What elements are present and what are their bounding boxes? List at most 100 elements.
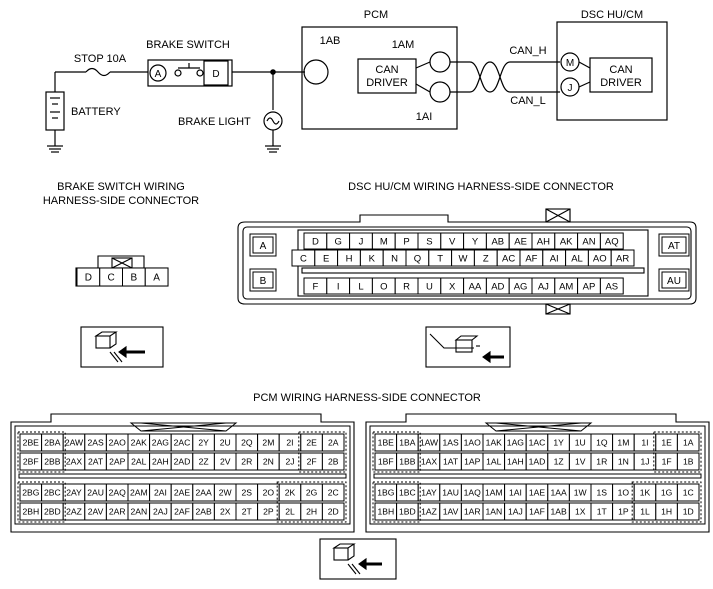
brake-switch-pin-d: D: [76, 267, 101, 287]
pcm-pin-2c: 2C: [321, 483, 345, 502]
dsc-pin-d: D: [303, 232, 328, 250]
battery-symbol: [45, 72, 65, 153]
pcm-pin-2r: 2R: [235, 452, 259, 471]
pcm-pin-2k-label: 2K: [285, 488, 296, 498]
pcm-pin-1au: 1AU: [439, 483, 462, 502]
pcm-pin-1d: 1D: [676, 502, 700, 521]
pcm-pin-2ax: 2AX: [62, 452, 86, 471]
dsc-tab-label: B: [260, 276, 267, 287]
dsc-pin-ad-label: AD: [491, 281, 504, 292]
pcm-pin-2aq-label: 2AQ: [109, 488, 127, 498]
pcm-pin-1aw-label: 1AW: [420, 438, 439, 448]
dsc-pin-n-label: N: [391, 253, 398, 264]
pcm-pin-2be-label: 2BE: [23, 438, 40, 448]
pcm-pin-1s: 1S: [590, 483, 614, 502]
dsc-pin-l: L: [349, 277, 373, 295]
dsc-pin-y: Y: [463, 232, 487, 250]
dsc-tab-a: A: [249, 233, 277, 257]
pcm-pin-2ag-label: 2AG: [152, 438, 170, 448]
can-h-label: CAN_H: [509, 45, 546, 57]
pcm-pin-1c-label: 1C: [683, 488, 694, 498]
pcm-pin-2ab: 2AB: [192, 502, 215, 521]
pcm-pin-1g-label: 1G: [661, 488, 673, 498]
can-twisted-pair: [450, 61, 560, 93]
pcm-pin-2ab-label: 2AB: [195, 507, 212, 517]
schematic-labels: PCM DSC HU/CM BRAKE SWITCH STOP 10A BATT…: [71, 9, 643, 128]
pcm-pin-2ao-label: 2AO: [109, 438, 127, 448]
pcm-pin-2m: 2M: [257, 433, 280, 452]
dsc-pin-aq: AQ: [599, 232, 624, 250]
dsc-pin-d-label: D: [312, 236, 319, 247]
pcm-pin-1n: 1N: [612, 452, 635, 471]
pcm-pin-1ai: 1AI: [416, 111, 433, 123]
pcm-pin-1ap: 1AP: [460, 452, 484, 471]
view-direction-icon: [319, 538, 397, 580]
dsc-tab-label: AU: [667, 276, 681, 287]
pcm-pin-1p-label: 1P: [618, 507, 629, 517]
brake-switch-symbol: [147, 59, 233, 87]
pcm-can-driver-line2: DRIVER: [366, 77, 408, 89]
pcm-pin-1ax-label: 1AX: [421, 457, 438, 467]
dsc-pin-r: R: [394, 277, 419, 295]
dsc-pin-u: U: [417, 277, 442, 295]
pcm-pin-2s-label: 2S: [242, 488, 253, 498]
pcm-pin-2o: 2O: [257, 483, 280, 502]
dsc-pin-af: AF: [519, 249, 544, 267]
can-l-label: CAN_L: [510, 95, 545, 107]
pcm-pin-1y-label: 1Y: [553, 438, 564, 448]
pcm-pin-1bc: 1BC: [396, 483, 419, 502]
pcm-pin-2at-label: 2AT: [88, 457, 104, 467]
pcm-pin-2b-label: 2B: [328, 457, 339, 467]
pcm-pin-2ay: 2AY: [62, 483, 86, 502]
schematic: [45, 21, 668, 153]
pcm-pin-1ay: 1AY: [417, 483, 441, 502]
dsc-pin-aa-label: AA: [469, 281, 482, 292]
pcm-pin-2af-label: 2AF: [174, 507, 190, 517]
right_block-shell: [365, 413, 710, 533]
pcm-pin-2x-label: 2X: [220, 507, 231, 517]
dsc-pin-ao-label: AO: [593, 253, 607, 264]
pcm-pin-2al: 2AL: [127, 452, 151, 471]
pcm-pin-1az-label: 1AZ: [421, 507, 437, 517]
pcm-pin-1y: 1Y: [547, 433, 570, 452]
pcm-pin-1z-label: 1Z: [554, 457, 564, 467]
pcm-pin-2t-label: 2T: [242, 507, 253, 517]
dsc-pin-ad: AD: [485, 277, 510, 295]
pcm-pin-2ad-label: 2AD: [174, 457, 191, 467]
pcm-pin-2bf: 2BF: [19, 452, 43, 471]
pcm-pin-2au-label: 2AU: [87, 488, 104, 498]
pcm-pin-2ae: 2AE: [170, 483, 194, 502]
pcm-pin-2ap: 2AP: [105, 452, 129, 471]
dsc-pin-m: M: [371, 232, 396, 250]
dsc-pin-o-label: O: [380, 281, 387, 292]
dsc-pin-ab: AB: [485, 232, 510, 250]
left_block-shell: [10, 413, 355, 533]
pcm-pin-2aa-label: 2AA: [195, 488, 212, 498]
dsc-pin-r-label: R: [403, 281, 410, 292]
dsc-connector-title: DSC HU/CM WIRING HARNESS-SIDE CONNECTOR: [348, 181, 614, 193]
dsc-pin-q: Q: [405, 249, 430, 267]
dsc-pin-ak: AK: [554, 232, 579, 250]
pcm-pin-1q-label: 1Q: [596, 438, 608, 448]
dsc-pin-ah-label: AH: [537, 236, 550, 247]
pcm-pin-2ac-label: 2AC: [174, 438, 191, 448]
pcm-pin-1x-label: 1X: [575, 507, 586, 517]
pcm-pin-1ai: 1AI: [504, 483, 527, 502]
dsc-pin-ab-label: AB: [491, 236, 504, 247]
pcm-pin-1j: 1J: [633, 452, 657, 471]
pcm-pin-2ax-label: 2AX: [66, 457, 83, 467]
pcm-pin-2bc-label: 2BC: [44, 488, 61, 498]
pcm-pin-1m-label: 1M: [617, 438, 629, 448]
pcm-pin-2y-label: 2Y: [198, 438, 209, 448]
pcm-pin-2aa: 2AA: [192, 483, 215, 502]
dsc-pin-j-label: J: [359, 236, 364, 247]
pcm-pin-1bf: 1BF: [374, 452, 398, 471]
dsc-pin-aj-label: AJ: [538, 281, 549, 292]
pcm-pin-2ac: 2AC: [170, 433, 194, 452]
pcm-pin-2ay-label: 2AY: [66, 488, 82, 498]
pcm-pin-2z-label: 2Z: [199, 457, 209, 467]
pcm-pin-2av: 2AV: [84, 502, 107, 521]
pcm-pin-1ae-label: 1AE: [529, 488, 546, 498]
pcm-pin-1m: 1M: [612, 433, 635, 452]
pcm-pin-1q: 1Q: [590, 433, 614, 452]
